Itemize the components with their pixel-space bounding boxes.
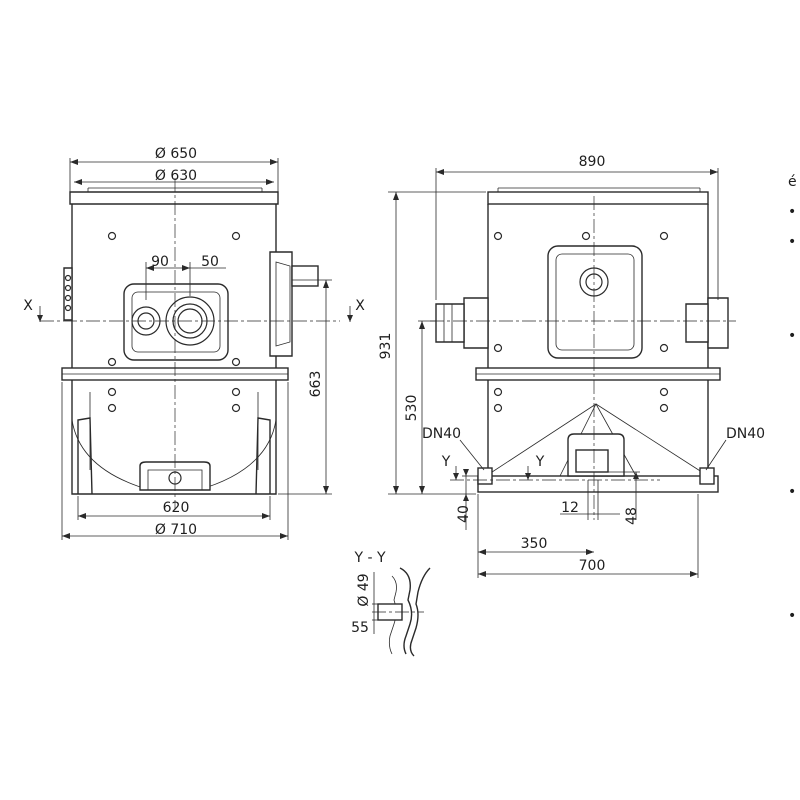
cropped-bullet-1: • (788, 204, 796, 220)
dim-50: 50 (201, 254, 219, 270)
section-x-right: X (355, 298, 365, 314)
label-dn40-right: DN40 (726, 426, 765, 442)
side-view: 890 931 530 DN40 DN40 Y Y 40 12 48 350 7… (378, 154, 765, 578)
dim-55: 55 (351, 620, 369, 636)
dim-890: 890 (579, 154, 606, 170)
dim-90: 90 (151, 254, 169, 270)
section-y-right: Y (535, 454, 545, 470)
front-view: Ø 650 Ø 630 90 50 X X 663 620 Ø 710 (23, 146, 365, 540)
cropped-bullet-3: • (788, 328, 796, 344)
cropped-text-column: é • • • • • (788, 174, 797, 624)
section-y-left: Y (441, 454, 451, 470)
dim-530: 530 (404, 395, 420, 422)
dim-dia-710: Ø 710 (155, 522, 197, 538)
section-x-left: X (23, 298, 33, 314)
cropped-bullet-4: • (788, 484, 796, 500)
label-dn40-left: DN40 (422, 426, 461, 442)
dim-931: 931 (378, 333, 394, 360)
section-yy-title: Y - Y (353, 550, 386, 566)
dim-dia-630: Ø 630 (155, 168, 197, 184)
section-yy: Y - Y Ø 49 55 (351, 550, 431, 657)
dim-663: 663 (308, 371, 324, 398)
dim-700: 700 (579, 558, 606, 574)
dim-12: 12 (561, 500, 579, 516)
dim-48: 48 (624, 507, 640, 525)
dim-dia-650: Ø 650 (155, 146, 197, 162)
dim-620: 620 (163, 500, 190, 516)
cropped-heading-glyph: é (788, 174, 797, 190)
cropped-bullet-5: • (788, 608, 796, 624)
cropped-bullet-2: • (788, 234, 796, 250)
dim-dia-49: Ø 49 (356, 573, 372, 606)
dim-40: 40 (456, 505, 472, 523)
dim-350: 350 (521, 536, 548, 552)
